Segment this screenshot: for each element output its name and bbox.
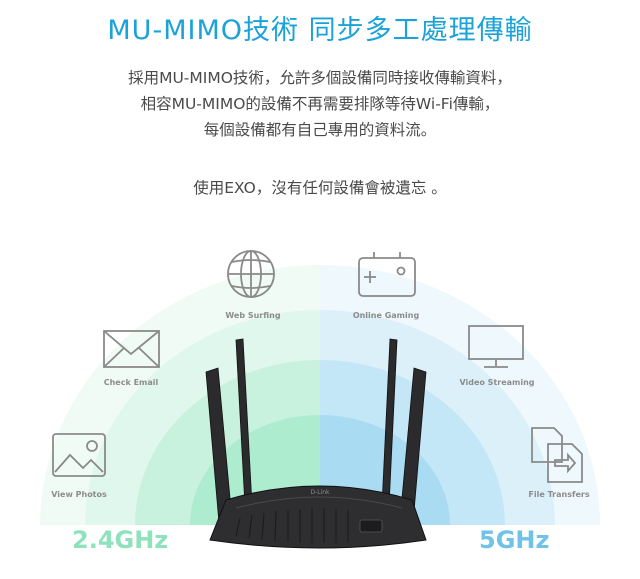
gamepad-icon: [358, 252, 416, 297]
monitor-icon: [468, 325, 524, 368]
check-email-label: Check Email: [104, 378, 159, 387]
router-body: D-Link: [209, 485, 427, 549]
envelope-icon: [103, 330, 160, 368]
photo-icon: [52, 433, 106, 477]
signal-waves-24ghz: [40, 265, 320, 525]
description-line-2: 相容MU-MIMO的設備不再需要排隊等待Wi-Fi傳輸，: [140, 95, 500, 113]
description-line-1: 採用MU-MIMO技術，允許多個設備同時接收傳輸資料，: [128, 69, 512, 87]
file-transfer-icon: [531, 427, 583, 483]
file-transfers-label: File Transfers: [528, 490, 589, 499]
signal-waves-5ghz: [320, 265, 600, 525]
band-5ghz-label: 5GHz: [479, 526, 549, 554]
online-gaming-label: Online Gaming: [353, 311, 420, 320]
description-line-4: 使用EXO，沒有任何設備會被遺忘 。: [193, 179, 447, 197]
web-surfing-label: Web Surfing: [225, 311, 281, 320]
video-streaming-label: Video Streaming: [459, 378, 534, 387]
band-24ghz-label: 2.4GHz: [72, 526, 168, 554]
globe-icon: [227, 250, 275, 298]
description-line-3: 每個設備都有自己專用的資料流。: [203, 121, 437, 139]
view-photos-label: View Photos: [51, 490, 107, 499]
router-brand-label: D-Link: [310, 489, 330, 496]
page-title: MU-MIMO技術 同步多工處理傳輸: [107, 15, 533, 46]
